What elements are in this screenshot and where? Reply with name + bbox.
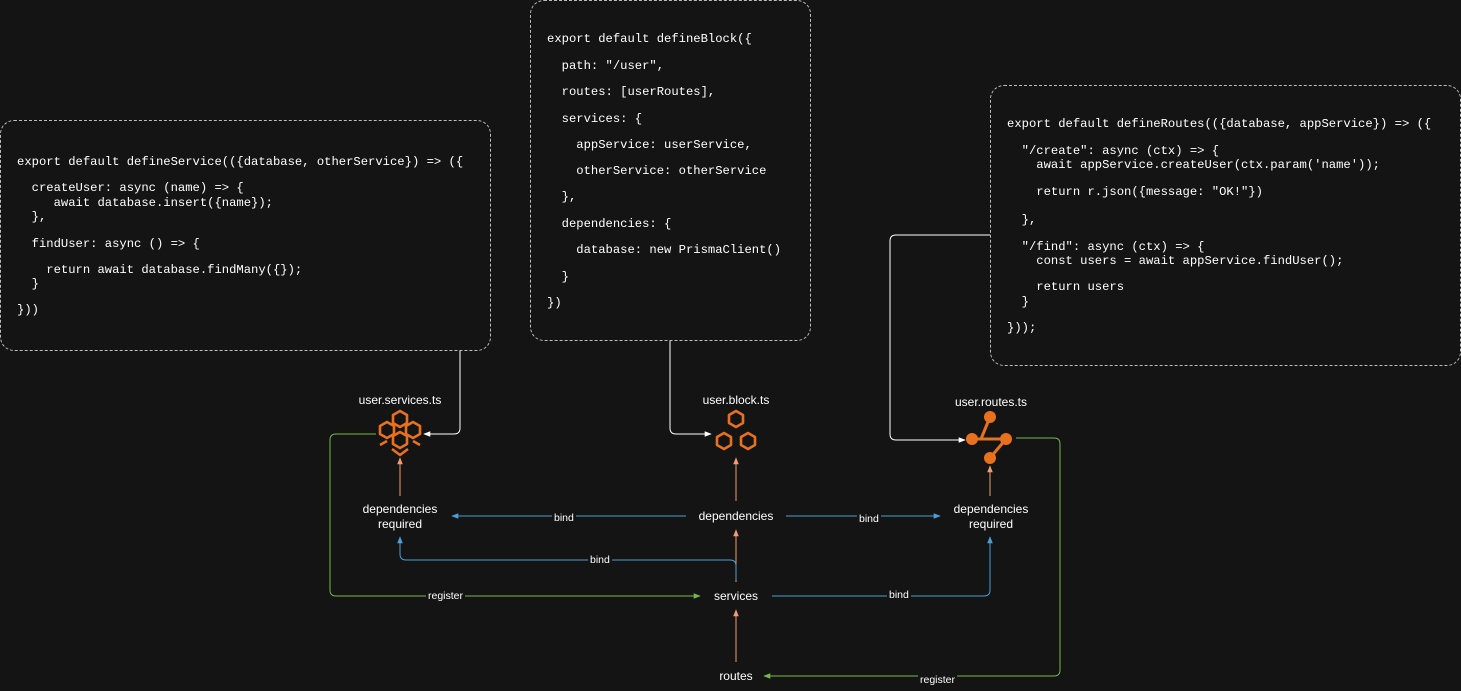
register-left-label: register	[426, 590, 466, 602]
block-code-line: otherService: otherService	[547, 164, 767, 178]
edge-blockbox-to-block-icon	[669, 341, 712, 437]
service-code-line: findUser: async () => {	[17, 237, 200, 251]
service-code-line: return await database.findMany({});	[17, 263, 303, 277]
service-code-line: await database.insert({name});	[17, 196, 273, 210]
routes-code-line: "/create": async (ctx) => {	[1007, 144, 1220, 158]
service-code-box	[0, 120, 491, 351]
services-file-label: user.services.ts	[358, 393, 442, 407]
service-code-line: }))	[17, 303, 39, 317]
edge-servicebox-to-services-icon	[423, 351, 461, 437]
bind-right-label: bind	[857, 513, 881, 525]
routes-node-label: routes	[719, 669, 753, 683]
block-code-line: services: {	[547, 112, 643, 126]
routes-code-line: }));	[1007, 321, 1037, 335]
service-code-line: createUser: async (name) => {	[17, 181, 244, 195]
block-code-line: routes: [userRoutes],	[547, 85, 716, 99]
left-dependencies-line: dependencies	[362, 502, 438, 516]
left-dependencies-required-label: dependencies required	[340, 502, 460, 532]
routes-code-line: "/find": async (ctx) => {	[1007, 240, 1205, 254]
block-code-line: }	[547, 270, 569, 284]
routes-code-line: await appService.createUser(ctx.param('n…	[1007, 158, 1380, 172]
cubes-icon	[378, 409, 422, 457]
routes-code-line: return r.json({message: "OK!"})	[1007, 185, 1263, 199]
routes-code-line: return users	[1007, 280, 1125, 294]
block-code-line: path: "/user",	[547, 59, 665, 73]
right-dependencies-required-label: dependencies required	[931, 502, 1051, 532]
service-code-line: },	[17, 210, 47, 224]
bind-left-label: bind	[552, 512, 576, 524]
block-code-box	[530, 0, 811, 341]
bind-services-left-label: bind	[588, 554, 612, 566]
edge-bind-services-right	[772, 536, 993, 597]
routes-code-line: },	[1007, 213, 1037, 227]
right-required-line: required	[968, 517, 1014, 531]
register-bottom-label: register	[918, 674, 958, 686]
block-code-line: },	[547, 190, 577, 204]
block-file-label: user.block.ts	[702, 393, 770, 407]
routes-file-label: user.routes.ts	[954, 395, 1028, 409]
routing-icon	[966, 411, 1012, 464]
center-dependencies-label: dependencies	[698, 509, 774, 523]
edge-register-bottom	[763, 437, 1061, 679]
edge-register-left	[329, 433, 701, 599]
edge-routesbox-to-routes-icon	[889, 234, 990, 443]
block-code-line: appService: userService,	[547, 138, 752, 152]
services-node-label: services	[713, 589, 758, 603]
right-dependencies-line: dependencies	[953, 502, 1029, 516]
block-code-line: database: new PrismaClient()	[547, 243, 782, 257]
block-code-line: dependencies: {	[547, 217, 672, 231]
hexagons-icon	[715, 409, 757, 451]
block-code-line: export default defineBlock({	[547, 32, 752, 46]
routes-code-line: const users = await appService.findUser(…	[1007, 254, 1344, 268]
routes-code-line: export default defineRoutes(({database, …	[1007, 117, 1432, 131]
service-code-line: }	[17, 277, 39, 291]
left-required-line: required	[377, 517, 423, 531]
block-code-line: })	[547, 296, 562, 310]
service-code-line: export default defineService(({database,…	[17, 155, 464, 169]
edge-bind-services-left	[397, 536, 737, 580]
routes-code-line: }	[1007, 295, 1029, 309]
bind-services-right-label: bind	[887, 589, 911, 601]
